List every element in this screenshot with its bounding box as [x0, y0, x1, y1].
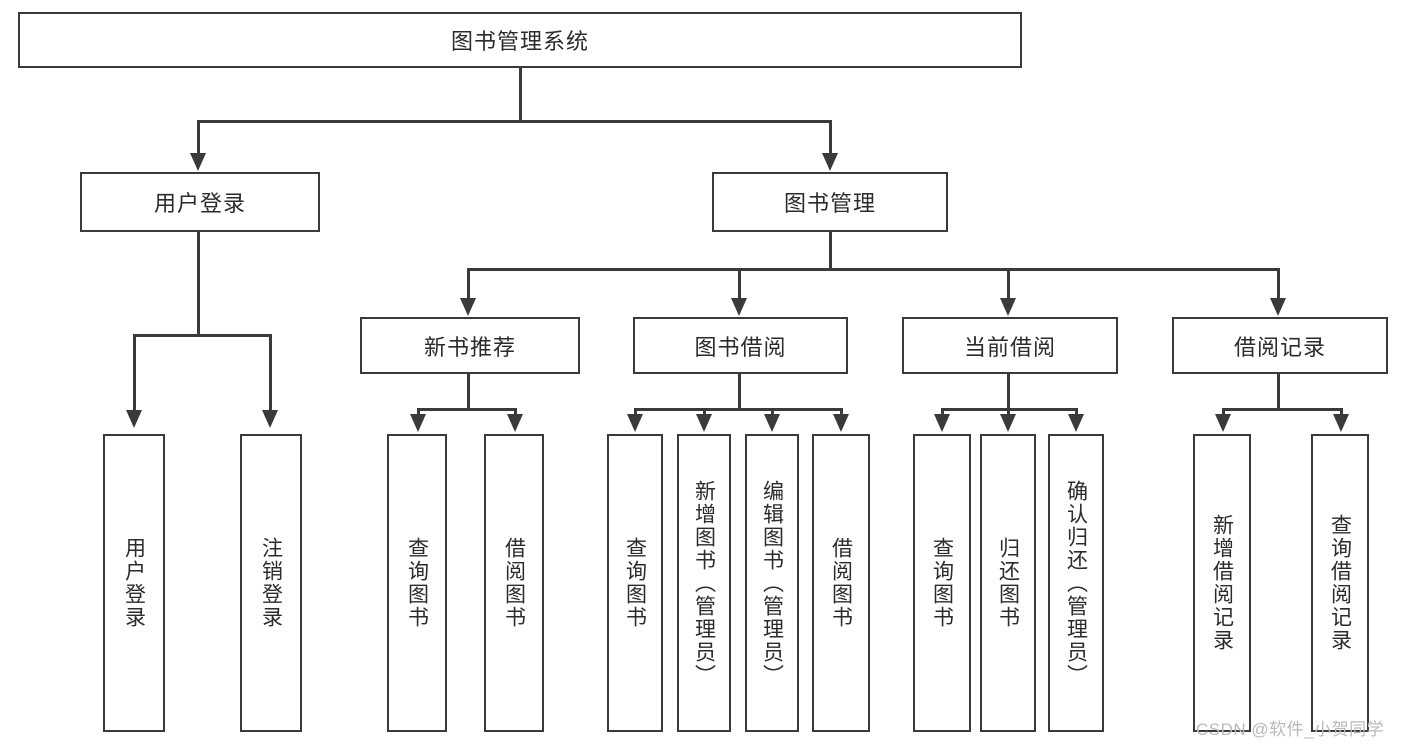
leaf-user-login-logout[interactable]: 注销登录: [240, 434, 302, 732]
node-label: 借阅图书: [502, 537, 526, 629]
connector-book-borrow-stem: [738, 374, 741, 410]
node-label: 查询图书: [405, 537, 429, 629]
connector-bm-to-borrow-record: [1277, 268, 1280, 300]
node-root-book-management-system[interactable]: 图书管理系统: [18, 12, 1022, 68]
node-label: 新增图书（管理员）: [692, 479, 716, 687]
node-label: 借阅图书: [829, 537, 853, 629]
arrowhead-bm-to-book-borrow: [731, 298, 747, 316]
node-label: 借阅记录: [1233, 334, 1326, 360]
leaf-borrow-record-add-record[interactable]: 新增借阅记录: [1193, 434, 1251, 732]
connector-bm-to-current-borrow: [1007, 268, 1010, 300]
arrowhead-new-book-to-leaf-1: [410, 414, 426, 432]
node-label: 归还图书: [996, 537, 1020, 629]
leaf-book-borrow-edit-book-admin[interactable]: 编辑图书（管理员）: [745, 434, 799, 732]
leaf-current-borrow-query-book[interactable]: 查询图书: [913, 434, 971, 732]
connector-new-book-to-leaf-2: [514, 408, 517, 418]
node-user-login[interactable]: 用户登录: [80, 172, 320, 232]
node-label: 查询图书: [930, 537, 954, 629]
node-label: 新书推荐: [423, 334, 516, 360]
connector-root-bus: [197, 120, 832, 123]
connector-current-borrow-to-leaf-2: [1007, 408, 1010, 418]
connector-borrow-record-to-leaf-2: [1340, 408, 1343, 418]
arrowhead-root-to-book-management: [822, 153, 838, 171]
node-label: 用户登录: [122, 537, 146, 629]
node-label: 图书借阅: [694, 334, 787, 360]
arrowhead-book-borrow-to-leaf-1: [627, 414, 643, 432]
node-label: 编辑图书（管理员）: [760, 479, 784, 687]
leaf-current-borrow-confirm-return-admin[interactable]: 确认归还（管理员）: [1048, 434, 1104, 732]
leaf-new-book-borrow-book[interactable]: 借阅图书: [484, 434, 544, 732]
node-current-borrow[interactable]: 当前借阅: [902, 317, 1118, 374]
node-label: 注销登录: [259, 537, 283, 629]
node-label: 图书管理系统: [450, 29, 589, 54]
leaf-borrow-record-query-record[interactable]: 查询借阅记录: [1311, 434, 1369, 732]
node-book-management[interactable]: 图书管理: [712, 172, 948, 232]
connector-user-login-to-leaf-2: [269, 334, 272, 412]
arrowhead-book-borrow-to-leaf-3: [764, 414, 780, 432]
arrowhead-user-login-to-leaf-2: [262, 410, 278, 428]
leaf-book-borrow-borrow-book[interactable]: 借阅图书: [812, 434, 870, 732]
arrowhead-current-borrow-to-leaf-2: [1000, 414, 1016, 432]
node-label: 用户登录: [153, 191, 246, 216]
arrowhead-bm-to-current-borrow: [1000, 298, 1016, 316]
connector-borrow-record-bus: [1222, 408, 1342, 411]
arrowhead-user-login-to-leaf-1: [126, 410, 142, 428]
arrowhead-bm-to-new-book: [460, 298, 476, 316]
connector-book-borrow-to-leaf-3: [771, 408, 774, 418]
node-label: 当前借阅: [963, 334, 1056, 360]
node-borrow-record[interactable]: 借阅记录: [1172, 317, 1388, 374]
arrowhead-book-borrow-to-leaf-4: [833, 414, 849, 432]
connector-bm-to-book-borrow: [738, 268, 741, 300]
arrowhead-current-borrow-to-leaf-1: [934, 414, 950, 432]
node-label: 新增借阅记录: [1210, 514, 1234, 652]
watermark-text: CSDN @软件_小贺同学: [1196, 720, 1385, 739]
connector-root-to-user-login: [197, 120, 200, 155]
connector-book-borrow-to-leaf-2: [703, 408, 706, 418]
arrowhead-bm-to-borrow-record: [1270, 298, 1286, 316]
connector-user-login-bus: [133, 334, 271, 337]
leaf-current-borrow-return-book[interactable]: 归还图书: [980, 434, 1036, 732]
leaf-book-borrow-query-book[interactable]: 查询图书: [607, 434, 663, 732]
leaf-new-book-query-book[interactable]: 查询图书: [387, 434, 447, 732]
connector-user-login-stem: [197, 232, 200, 336]
connector-bm-to-new-book: [467, 268, 470, 300]
node-label: 查询借阅记录: [1328, 514, 1352, 652]
connector-new-book-bus: [417, 408, 517, 411]
node-label: 查询图书: [623, 537, 647, 629]
connector-book-management-bus: [467, 268, 1279, 271]
connector-borrow-record-stem: [1277, 374, 1280, 410]
connector-current-borrow-stem: [1007, 374, 1010, 410]
connector-book-borrow-to-leaf-1: [634, 408, 637, 418]
connector-book-borrow-to-leaf-4: [840, 408, 843, 418]
connector-book-borrow-bus: [634, 408, 842, 411]
arrowhead-borrow-record-to-leaf-1: [1215, 414, 1231, 432]
connector-borrow-record-to-leaf-1: [1222, 408, 1225, 418]
node-label: 确认归还（管理员）: [1064, 479, 1088, 687]
leaf-user-login-user-login[interactable]: 用户登录: [103, 434, 165, 732]
arrowhead-new-book-to-leaf-2: [507, 414, 523, 432]
connector-root-stem: [519, 68, 522, 122]
leaf-book-borrow-add-book-admin[interactable]: 新增图书（管理员）: [677, 434, 731, 732]
arrowhead-root-to-user-login: [190, 153, 206, 171]
connector-current-borrow-to-leaf-1: [941, 408, 944, 418]
node-book-borrow[interactable]: 图书借阅: [633, 317, 848, 374]
arrowhead-borrow-record-to-leaf-2: [1333, 414, 1349, 432]
connector-new-book-stem: [467, 374, 470, 410]
node-label: 图书管理: [783, 191, 876, 216]
connector-user-login-to-leaf-1: [133, 334, 136, 412]
arrowhead-book-borrow-to-leaf-2: [696, 414, 712, 432]
connector-current-borrow-to-leaf-3: [1075, 408, 1078, 418]
node-new-book-recommend[interactable]: 新书推荐: [360, 317, 580, 374]
connector-new-book-to-leaf-1: [417, 408, 420, 418]
arrowhead-current-borrow-to-leaf-3: [1068, 414, 1084, 432]
connector-root-to-book-management: [829, 120, 832, 155]
connector-book-management-stem: [829, 232, 832, 270]
